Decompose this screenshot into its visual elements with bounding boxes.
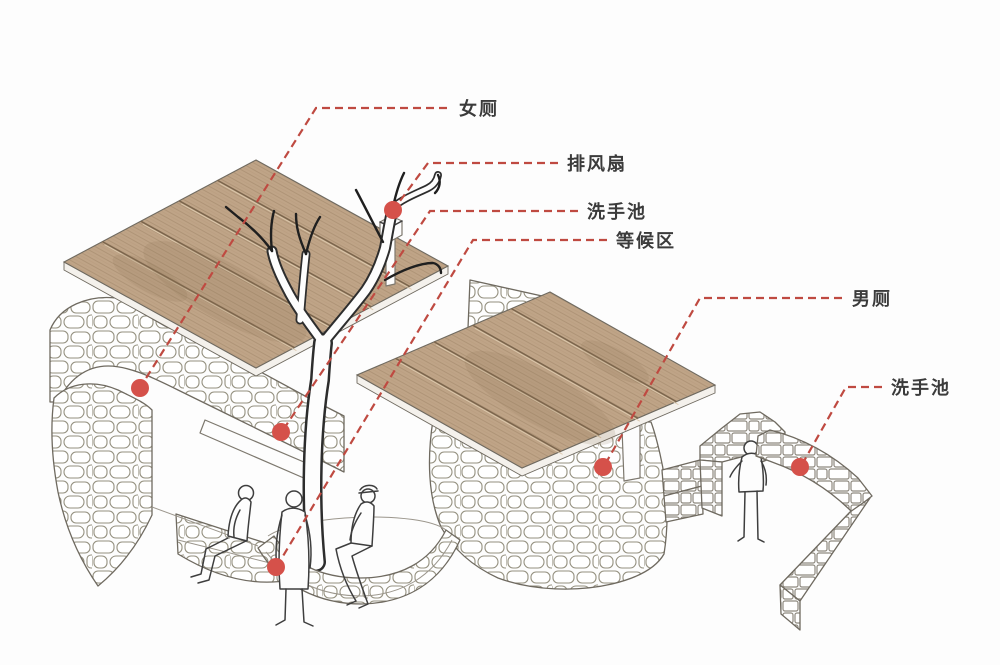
- tree-twigs: [224, 171, 443, 282]
- callout-label: 男厕: [852, 289, 892, 310]
- callout-exhaust-fan: 排风扇: [384, 153, 627, 219]
- callout-women-toilet: 女厕: [131, 98, 499, 397]
- washbasin-wing-face: [663, 485, 704, 523]
- figure-legs: [275, 588, 314, 627]
- roof-plank-lines: [395, 307, 679, 455]
- callout-label: 洗手池: [587, 201, 647, 223]
- callout-washbasin-roof: 洗手池: [272, 201, 647, 441]
- womens-toilet-structure: [49, 296, 345, 587]
- marker-dot: [131, 379, 149, 397]
- figure-sitting-left: [190, 484, 255, 584]
- callout-label: 等候区: [616, 230, 676, 252]
- callout-washbasin-right: 洗手池: [791, 377, 951, 476]
- callouts: 女厕 排风扇 洗手池 等候区 男厕 洗手池: [131, 98, 951, 576]
- tree-branch: [390, 172, 441, 210]
- callout-label: 女厕: [459, 98, 499, 120]
- mens-toilet-doorway: [621, 424, 641, 482]
- marker-dot: [272, 423, 290, 441]
- callout-waiting-area: 等候区: [267, 230, 676, 576]
- tree-branch: [268, 247, 327, 347]
- washbasin-curved-wall: [755, 429, 873, 513]
- callout-label: 洗手池: [891, 377, 951, 399]
- washbasin-structure-back: [661, 411, 786, 523]
- figure-torso: [350, 501, 375, 547]
- roof-deck: [355, 291, 717, 469]
- figure-arm: [349, 512, 362, 541]
- tree: [224, 171, 443, 572]
- figure-arm: [233, 509, 241, 538]
- washbasin-pillar-face: [699, 459, 723, 517]
- figure-torso: [737, 452, 765, 493]
- figure-head: [285, 490, 303, 508]
- figure-arm: [760, 460, 768, 486]
- marker-dot: [594, 458, 612, 476]
- figure-legs: [737, 490, 765, 543]
- figure-legs: [190, 537, 247, 584]
- leader-line: [396, 161, 558, 206]
- washbasin-return-wall: [779, 497, 871, 602]
- figure-standing-washbasin: [729, 440, 768, 543]
- marker-dot: [384, 201, 402, 219]
- marker-dot: [267, 558, 285, 576]
- womens-toilet-back-wall: [49, 296, 345, 473]
- figure-standing-center: [275, 490, 314, 627]
- figure-cap: [358, 484, 379, 494]
- leader-line: [279, 238, 607, 562]
- marker-dot: [791, 458, 809, 476]
- figure-torso: [227, 497, 252, 542]
- tree-branch: [319, 203, 397, 347]
- leader-line: [803, 385, 882, 462]
- leader-line: [142, 106, 447, 384]
- figure-sitting-right: [335, 484, 379, 609]
- womens-toilet-front-wall: [51, 383, 153, 587]
- tree-trunk: [305, 335, 331, 570]
- washbasin-structure-front: [755, 429, 873, 631]
- figure-arm: [729, 460, 743, 478]
- figure-coat: [278, 507, 310, 590]
- leader-line: [606, 296, 842, 462]
- tree-branch: [297, 251, 309, 323]
- callout-label: 排风扇: [567, 153, 627, 175]
- callout-men-toilet: 男厕: [594, 289, 892, 476]
- leader-line: [284, 209, 578, 428]
- roof-panel-lower: [355, 291, 717, 477]
- washbasin-return-wall-face: [779, 584, 801, 631]
- figure-legs: [335, 542, 373, 609]
